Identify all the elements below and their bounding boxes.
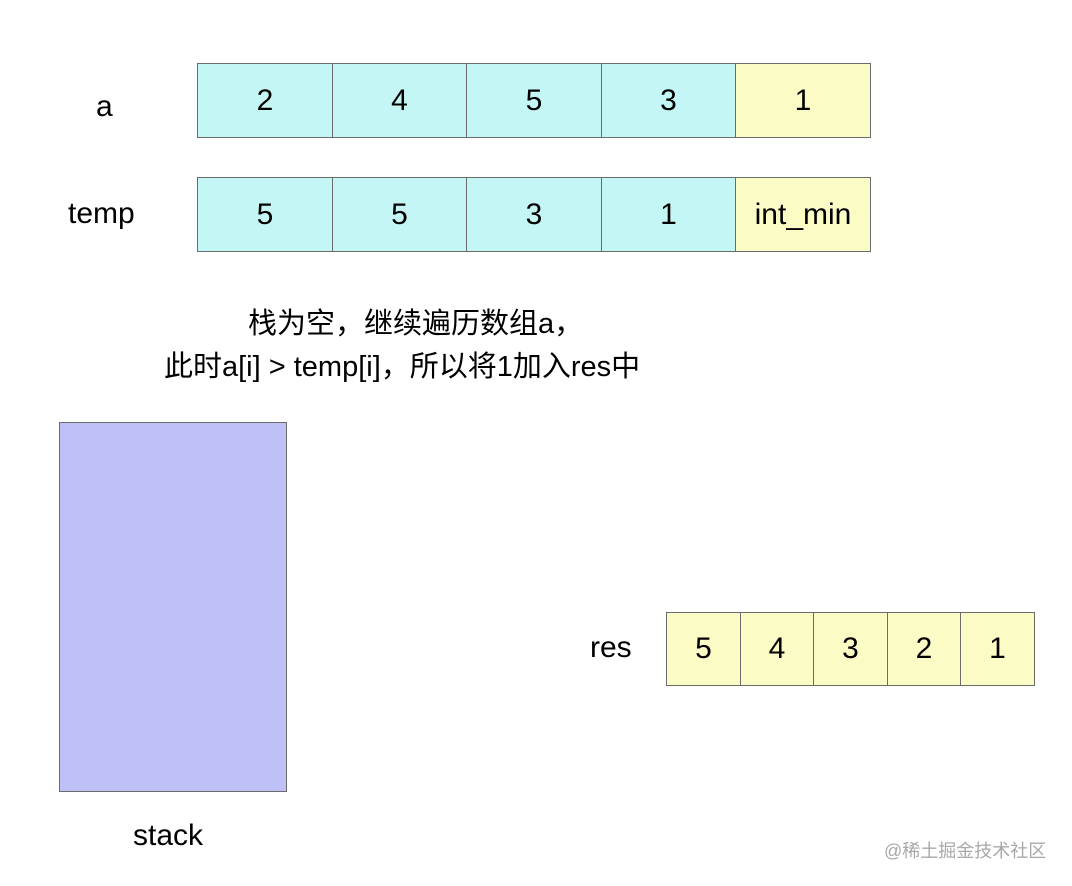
array-a-cell: 3: [600, 63, 737, 138]
array-temp-cell: 3: [466, 177, 602, 252]
caption-line-2: 此时a[i] > temp[i]，所以将1加入res中: [164, 351, 641, 383]
array-temp-cell: 5: [331, 177, 468, 252]
array-res: 5 4 3 2 1: [666, 612, 1035, 686]
array-res-cell: 2: [886, 612, 962, 686]
array-a-cell: 5: [466, 63, 602, 138]
caption-line-1: 栈为空，继续遍历数组a，: [248, 308, 584, 340]
array-temp-cell: 1: [600, 177, 737, 252]
array-res-cell: 3: [813, 612, 888, 686]
array-a-current-cell: 1: [735, 63, 871, 138]
res-label: res: [590, 631, 632, 664]
array-temp: 5 5 3 1 int_min: [197, 177, 871, 252]
array-res-cell: 5: [666, 612, 741, 686]
array-a-cell: 4: [331, 63, 468, 138]
row-a-label: a: [96, 90, 113, 123]
array-res-cell: 1: [960, 612, 1035, 686]
array-res-cell: 4: [739, 612, 815, 686]
stack-label: stack: [133, 819, 204, 852]
array-a: 2 4 5 3 1: [197, 63, 871, 138]
watermark: @稀土掘金技术社区: [884, 841, 1047, 861]
row-temp-label: temp: [68, 197, 135, 230]
array-a-cell: 2: [197, 63, 333, 138]
stack-container: [59, 422, 287, 792]
array-temp-current-cell: int_min: [735, 177, 871, 252]
array-temp-cell: 5: [197, 177, 333, 252]
